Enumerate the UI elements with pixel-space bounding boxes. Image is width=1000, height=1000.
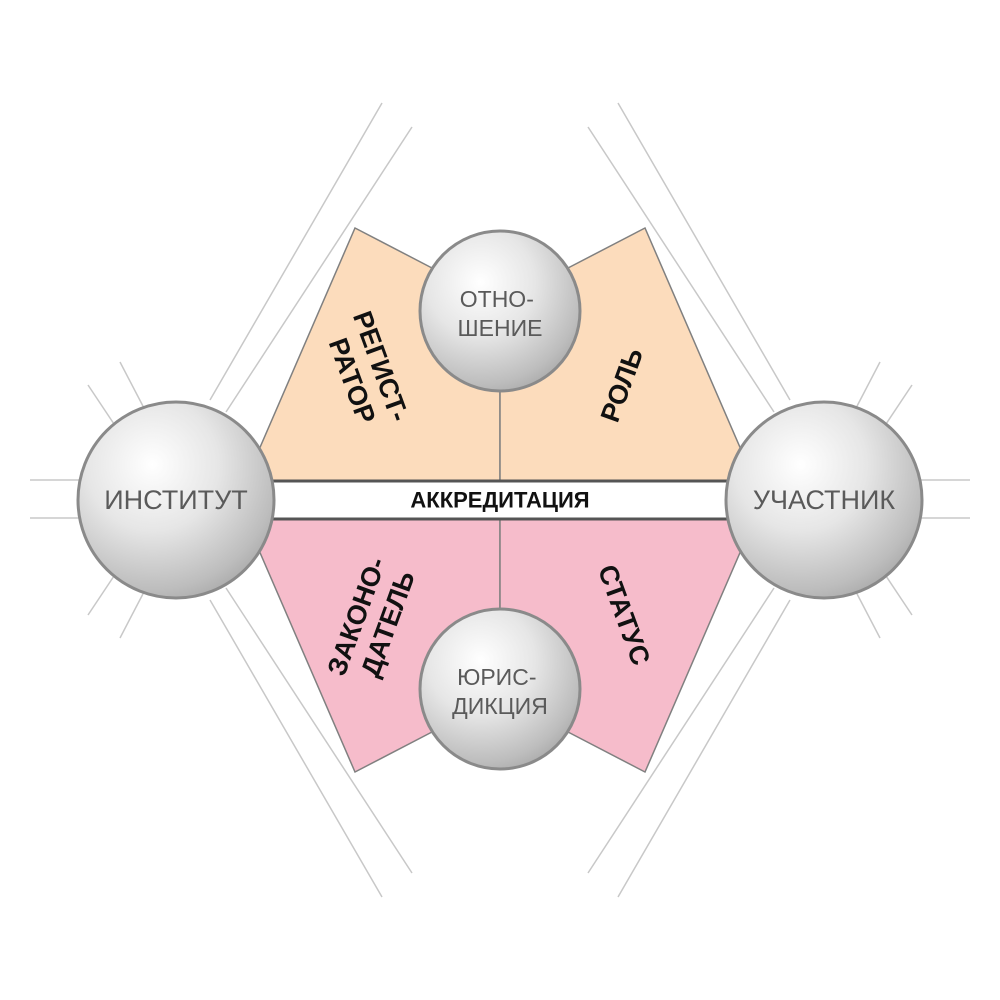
guide-line xyxy=(209,599,383,898)
band-label: АККРЕДИТАЦИЯ xyxy=(410,488,589,513)
guide-line xyxy=(587,126,775,413)
node-label-participant: УЧАСТНИК xyxy=(753,485,896,515)
node-label-institute: ИНСТИТУТ xyxy=(104,485,248,515)
node-label-relation: ОТНО- ШЕНИЕ xyxy=(458,286,543,341)
guide-line xyxy=(119,589,146,639)
node-jurisdiction: ЮРИС- ДИКЦИЯ xyxy=(418,607,582,771)
node-institute: ИНСТИТУТ xyxy=(76,400,276,600)
sphere-participant xyxy=(724,400,924,600)
accreditation-band: АККРЕДИТАЦИЯ xyxy=(248,479,752,521)
guide-line xyxy=(119,361,146,411)
node-label-jurisdiction: ЮРИС- ДИКЦИЯ xyxy=(452,664,548,719)
sphere-jurisdiction xyxy=(418,607,582,771)
guide-line xyxy=(854,589,881,639)
guide-line xyxy=(854,361,881,411)
sphere-institute xyxy=(76,400,276,600)
guide-line xyxy=(587,587,775,874)
guide-lines xyxy=(30,102,970,898)
guide-line xyxy=(881,569,913,616)
guide-line xyxy=(617,102,791,401)
node-participant: УЧАСТНИК xyxy=(724,400,924,600)
guide-line xyxy=(881,384,913,431)
guide-line xyxy=(87,569,119,616)
guide-line xyxy=(209,102,383,401)
node-relation: ОТНО- ШЕНИЕ xyxy=(418,229,582,393)
guide-line xyxy=(87,384,119,431)
sphere-relation xyxy=(418,229,582,393)
guide-line xyxy=(225,587,413,874)
band-bar xyxy=(248,479,752,521)
guide-line xyxy=(225,126,413,413)
guide-line xyxy=(617,599,791,898)
